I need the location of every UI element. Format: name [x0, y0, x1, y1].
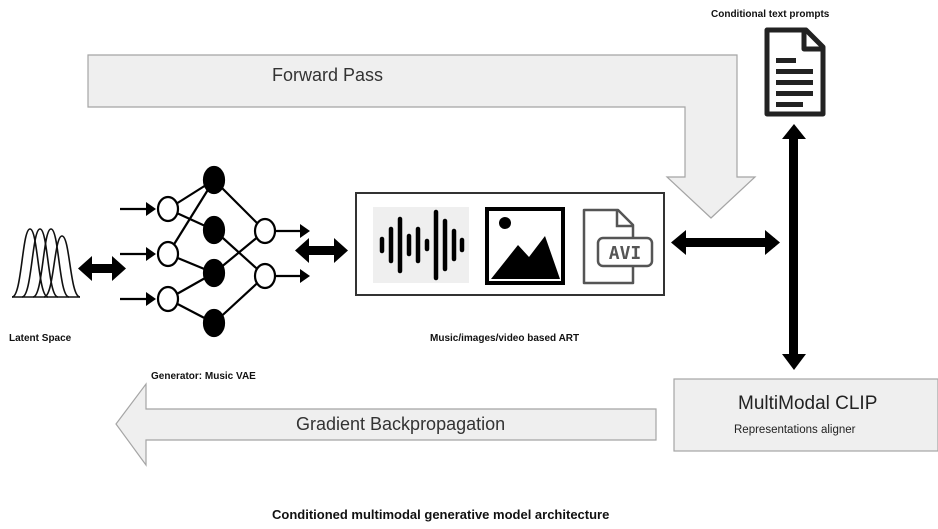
audio-waveform-icon	[373, 207, 469, 283]
conditional-prompts-label: Conditional text prompts	[711, 9, 830, 20]
latent-generator-double-arrow	[78, 256, 126, 281]
gradient-backprop-arrow	[115, 382, 657, 467]
latent-gaussian-icon	[11, 228, 81, 298]
diagram-caption: Conditioned multimodal generative model …	[272, 507, 610, 522]
avi-label: AVI	[609, 243, 642, 264]
art-clip-double-arrow	[671, 230, 780, 255]
forward-pass-label: Forward Pass	[272, 65, 384, 85]
video-file-icon: AVI	[582, 208, 654, 285]
art-label: Music/images/video based ART	[430, 333, 580, 344]
clip-subtitle: Representations aligner	[734, 424, 856, 436]
generator-art-double-arrow	[295, 238, 348, 263]
generator-label: Generator: Music VAE	[151, 371, 256, 382]
image-icon	[485, 207, 565, 285]
gradient-backprop-label: Gradient Backpropagation	[296, 414, 506, 434]
document-icon	[764, 27, 826, 117]
latent-space-label: Latent Space	[9, 333, 72, 344]
clip-box	[673, 378, 938, 452]
clip-title: MultiModal CLIP	[738, 393, 878, 414]
forward-pass-arrow	[87, 54, 757, 219]
neural-network-icon	[120, 165, 310, 338]
vertical-double-arrow	[782, 124, 806, 370]
